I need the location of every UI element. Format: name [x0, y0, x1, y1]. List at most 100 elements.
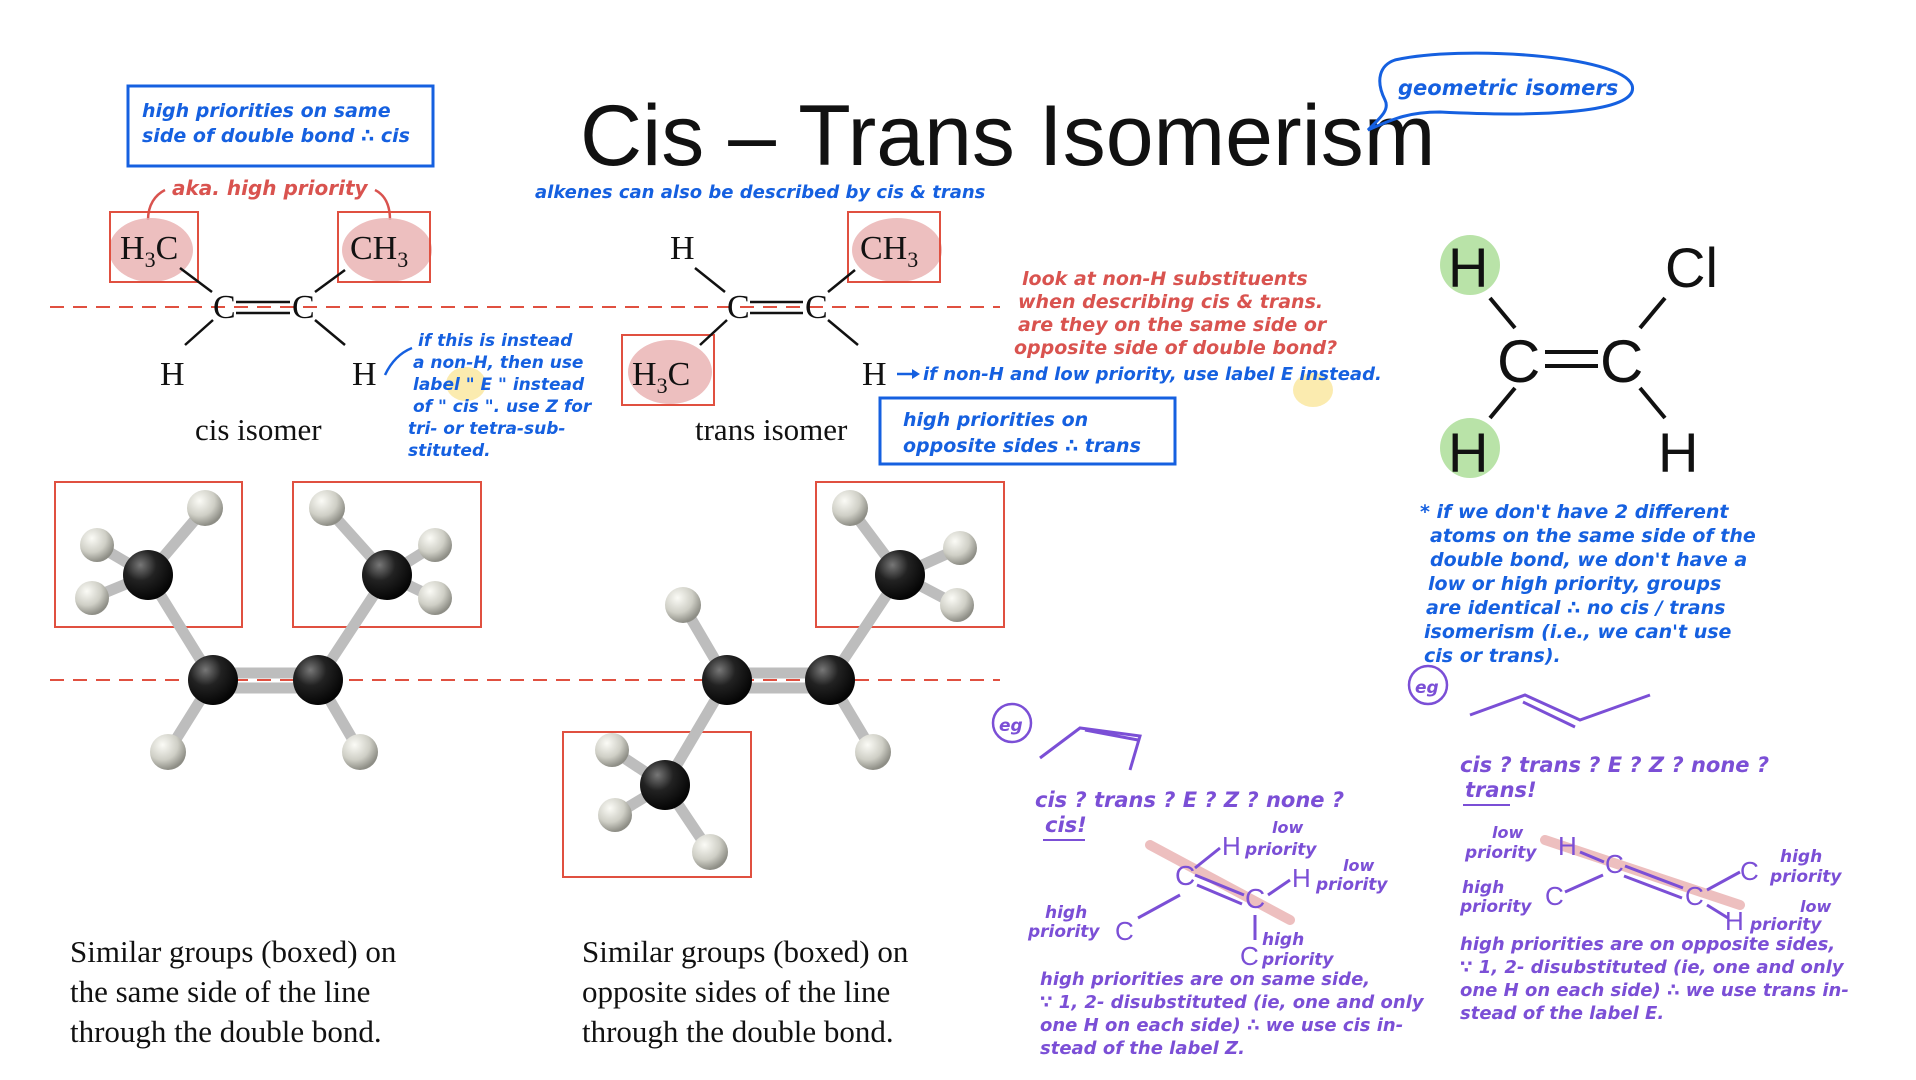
instead-arrow: [383, 346, 413, 376]
svg-text:priority: priority: [1261, 950, 1334, 970]
trans-ch3-highlight: [852, 218, 942, 282]
svg-text:priority: priority: [1769, 867, 1842, 887]
svg-text:high: high: [1045, 903, 1087, 923]
geometric-isomers-bubble: geometric isomers: [1366, 51, 1634, 132]
cis-caption: Similar groups (boxed) on the same side …: [70, 934, 397, 1049]
cis-h-right: H: [352, 356, 377, 393]
svg-text:Similar groups (boxed) on: Similar groups (boxed) on: [70, 934, 397, 969]
svg-text:double bond, we don't have a: double bond, we don't have a: [1430, 549, 1747, 571]
example-2-skeleton: [1469, 693, 1651, 729]
vinyl-cl: Cl: [1665, 236, 1718, 299]
trans-c-left: C: [727, 289, 750, 326]
svg-text:C: C: [1545, 881, 1564, 911]
eg-label-1: eg: [999, 716, 1023, 736]
example-2-expl-3: one H on each side) ∴ we use trans in-: [1460, 980, 1849, 1001]
trans-h3c-highlight: [628, 340, 712, 404]
svg-text:of " cis ". use Z for: of " cis ". use Z for: [413, 397, 593, 417]
example-1-expl-2: ∵ 1, 2- disubstituted (ie, one and only: [1040, 992, 1425, 1013]
cis-note-line-2: side of double bond ∴ cis: [142, 125, 410, 147]
svg-text:priority: priority: [1315, 875, 1388, 895]
cis-ch3-box: [337, 211, 431, 283]
vinyl-h-bottom-left: H: [1448, 421, 1488, 484]
cis-c-right: C: [292, 289, 315, 326]
svg-text:the same side of the line: the same side of the line: [70, 974, 370, 1009]
identical-groups-note: * if we don't have 2 different atoms on …: [1420, 501, 1756, 667]
svg-text:priority: priority: [1027, 922, 1100, 942]
cis-h3c-highlight: [109, 218, 193, 282]
svg-text:H: H: [1222, 831, 1241, 861]
vinyl-chloride-structure: H Cl C C H H: [1440, 235, 1718, 484]
example-1-answer: cis!: [1045, 813, 1087, 837]
cis-structure: H3C CH3 C C H H cis isomer: [109, 211, 432, 447]
trans-c-right: C: [805, 289, 828, 326]
vinyl-h-bottom-right: H: [1658, 421, 1698, 484]
svg-text:atoms on the same side of the: atoms on the same side of the: [1430, 525, 1756, 547]
vinyl-c-left: C: [1497, 328, 1540, 395]
svg-text:opposite sides of the line: opposite sides of the line: [582, 974, 890, 1009]
svg-text:H: H: [1292, 863, 1311, 893]
trans-isomer-label: trans isomer: [695, 412, 848, 447]
svg-text:low or high priority, groups: low or high priority, groups: [1428, 573, 1721, 595]
svg-text:C: C: [1685, 881, 1704, 911]
svg-text:low: low: [1343, 856, 1374, 875]
trans-h3c-box: [621, 334, 715, 406]
example-1-expl-4: stead of the label Z.: [1040, 1038, 1245, 1059]
non-h-note: if non-H and low priority, use label E i…: [923, 364, 1382, 385]
cis-note-box: high priorities on same side of double b…: [126, 84, 435, 168]
trans-3d-box-bottom: [562, 731, 752, 878]
vinyl-c-right: C: [1600, 328, 1643, 395]
trans-ch3-box: [847, 211, 941, 283]
svg-text:low: low: [1272, 818, 1303, 837]
trans-3d-model: [562, 481, 1005, 878]
example-1-expl-3: one H on each side) ∴ we use cis in-: [1040, 1015, 1403, 1036]
trans-note-box: high priorities on opposite sides ∴ tran…: [878, 396, 1177, 466]
trans-h-bottom: H: [862, 356, 887, 393]
svg-text:high priorities on: high priorities on: [903, 409, 1088, 431]
aka-arrow-right: [374, 188, 392, 221]
svg-text:are identical ∴ no cis / trans: are identical ∴ no cis / trans: [1426, 597, 1725, 619]
e-highlight-large: [1293, 373, 1333, 407]
example-1-question: cis ? trans ? E ? Z ? none ?: [1035, 788, 1344, 812]
cis-h-left: H: [160, 356, 185, 393]
svg-text:when describing cis & trans.: when describing cis & trans.: [1018, 291, 1323, 313]
aka-high-priority-note: aka. high priority: [172, 176, 369, 200]
svg-text:look at non-H substituents: look at non-H substituents: [1022, 268, 1308, 290]
svg-text:high: high: [1262, 930, 1304, 950]
svg-text:stituted.: stituted.: [408, 441, 491, 461]
svg-text:C: C: [1245, 883, 1265, 914]
geometric-isomers-note: geometric isomers: [1398, 76, 1618, 100]
svg-text:if this is instead: if this is instead: [418, 331, 573, 351]
svg-text:C: C: [1240, 941, 1259, 971]
svg-text:low: low: [1800, 897, 1831, 916]
svg-text:opposite side of double bond?: opposite side of double bond?: [1014, 337, 1337, 359]
cis-3d-box-left: [54, 481, 243, 628]
svg-text:high: high: [1780, 847, 1822, 867]
cis-c-left: C: [213, 289, 236, 326]
svg-text:a non-H, then use: a non-H, then use: [413, 353, 583, 373]
svg-text:high: high: [1462, 878, 1504, 898]
example-2-expl-1: high priorities are on opposite sides,: [1460, 934, 1835, 955]
svg-text:tri- or tetra-sub-: tri- or tetra-sub-: [408, 419, 565, 439]
svg-text:priority: priority: [1459, 897, 1532, 917]
svg-text:through the double bond.: through the double bond.: [582, 1014, 894, 1049]
instead-note: if this is instead a non-H, then use lab…: [408, 331, 593, 461]
cis-h3c-box: [109, 211, 199, 283]
trans-h-top: H: [670, 230, 695, 267]
svg-text:priority: priority: [1749, 915, 1822, 935]
example-2: eg cis ? trans ? E ? Z ? none ? trans! l…: [1407, 664, 1849, 1024]
example-1-expl-1: high priorities are on same side,: [1040, 969, 1370, 990]
svg-text:C: C: [1175, 860, 1195, 891]
cis-isomer-label: cis isomer: [195, 412, 322, 447]
svg-text:isomerism (i.e., we can't use: isomerism (i.e., we can't use: [1424, 621, 1732, 643]
vinyl-h-top-highlight: [1440, 235, 1500, 295]
vinyl-h-top-left: H: [1448, 236, 1488, 299]
aka-arrow-left: [146, 188, 166, 221]
cis-note-line-1: high priorities on same: [142, 100, 391, 122]
alkenes-note: alkenes can also be described by cis & t…: [535, 182, 986, 203]
example-2-expl-4: stead of the label E.: [1460, 1003, 1664, 1024]
page-title: Cis – Trans Isomerism: [580, 88, 1435, 184]
trans-caption: Similar groups (boxed) on opposite sides…: [582, 934, 909, 1049]
svg-text:opposite sides ∴ trans: opposite sides ∴ trans: [903, 435, 1141, 457]
